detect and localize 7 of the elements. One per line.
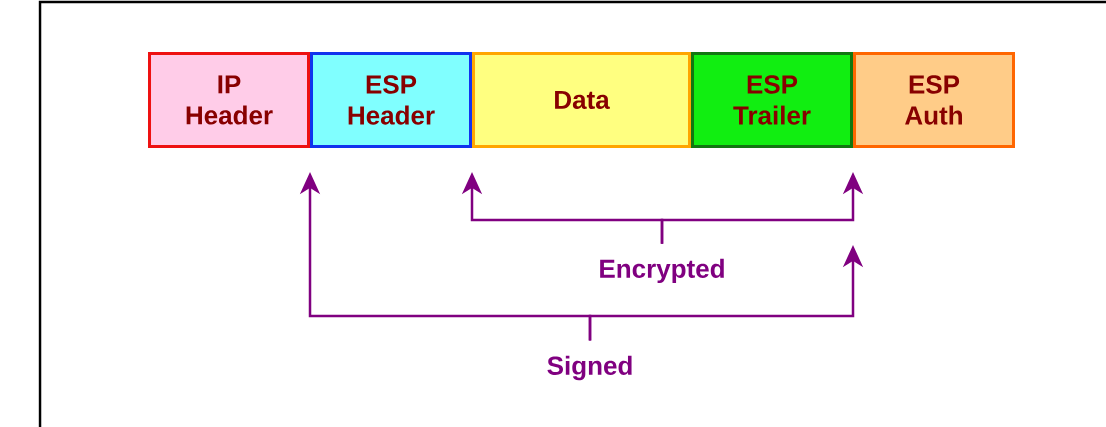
bracket-label: Encrypted (600, 258, 724, 284)
bracket-label: Signed (547, 355, 632, 381)
packet-field-box: ESP Header (310, 52, 472, 148)
packet-field-box: ESP Trailer (691, 52, 853, 148)
packet-field-box: IP Header (148, 52, 310, 148)
packet-field-box: Data (472, 52, 691, 148)
packet-field-box: ESP Auth (853, 52, 1015, 148)
